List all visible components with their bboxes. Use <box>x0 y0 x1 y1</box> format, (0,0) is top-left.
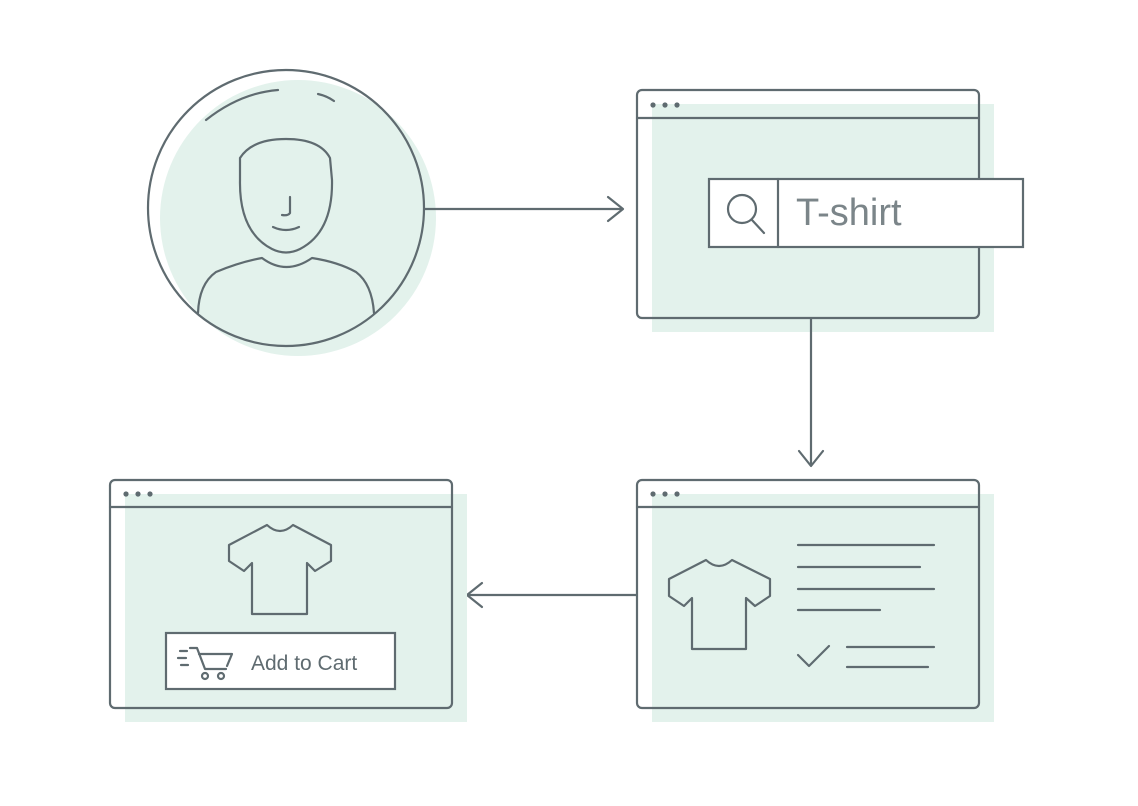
search-bar[interactable]: T-shirt <box>707 177 1025 249</box>
cart-window: Add to Cart <box>108 478 467 722</box>
product-window <box>635 478 994 722</box>
search-window: T-shirt <box>635 88 1025 332</box>
arrow-search-to-product <box>797 317 825 468</box>
window-dots <box>123 491 153 497</box>
search-input[interactable]: T-shirt <box>796 192 902 234</box>
user-avatar <box>146 68 436 356</box>
product-check-lines <box>845 645 936 669</box>
window-dots <box>650 491 680 497</box>
arrow-product-to-cart <box>465 581 638 609</box>
cart-icon <box>176 646 234 681</box>
tshirt-icon <box>227 523 333 616</box>
search-icon <box>726 193 766 235</box>
product-description-lines <box>796 543 936 612</box>
add-to-cart-label: Add to Cart <box>251 652 357 675</box>
window-dots <box>650 102 680 108</box>
user-avatar-icon <box>196 137 376 315</box>
tshirt-icon <box>667 558 772 651</box>
add-to-cart-button[interactable]: Add to Cart <box>164 631 397 691</box>
arrow-user-to-search <box>422 195 625 223</box>
checkmark-icon <box>796 644 831 668</box>
